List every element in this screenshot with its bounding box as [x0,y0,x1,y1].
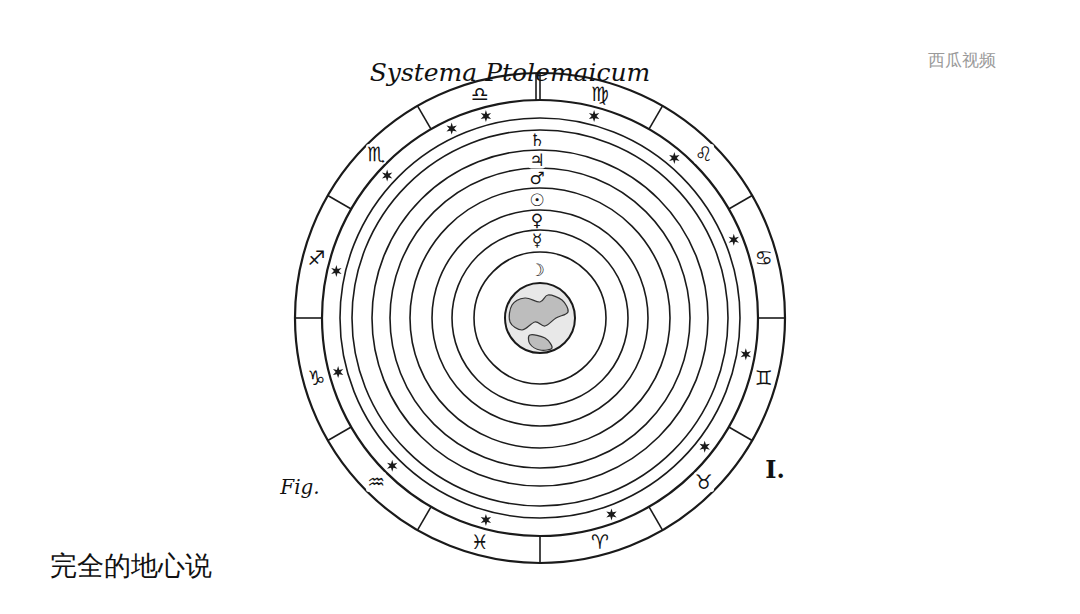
zodiac-sign: ♎ [470,84,490,104]
zodiac-divider [328,196,351,210]
orbit-ring [322,100,758,536]
orbit-ring [352,130,728,506]
planet-symbol: ♄ [528,132,545,149]
zodiac-divider [328,427,351,441]
planet-symbol: ♃ [528,152,545,169]
orbit-ring [372,150,708,486]
planet-symbol: ☿ [531,232,543,249]
fixed-star [741,348,751,360]
fixed-star [446,123,456,135]
figure-label: Fig. [280,477,319,497]
fixed-star [387,460,397,472]
zodiac-sign: ♉ [694,472,714,492]
planet-symbol: ☽ [528,262,545,279]
zodiac-sign: ♑ [306,368,326,388]
zodiac-divider [295,317,322,319]
planet-symbol: ♀ [530,212,544,229]
fixed-star [589,110,599,122]
fixed-star [669,152,679,164]
fixed-star [481,110,491,122]
fixed-star [699,441,709,453]
zodiac-sign: ♊ [754,368,774,388]
orbit-ring [410,188,670,448]
orbit-ring [432,210,648,426]
orbit-ring [452,230,628,406]
fixed-star [333,366,343,378]
zodiac-divider [418,507,432,530]
zodiac-divider [649,507,663,530]
watermark: 西瓜视频 [928,52,996,69]
planet-symbol: ☉ [528,192,545,209]
fixed-star [382,169,392,181]
earth-continent [528,335,552,351]
fixed-star [606,508,616,520]
earth-globe [505,283,575,353]
orbit-ring [390,168,690,468]
zodiac-sign: ♐ [306,248,326,268]
diagram-title: Systema Ptolemaicum [370,60,651,85]
zodiac-sign: ♋ [754,248,774,268]
fixed-star [481,514,491,526]
planet-symbol: ♂ [528,170,545,187]
orbit-ring [340,118,740,518]
zodiac-sign: ♏ [366,144,386,164]
figure-number: I. [765,458,785,482]
zodiac-sign: ♈ [590,532,610,552]
zodiac-sign: ♓ [470,532,490,552]
zodiac-divider [729,427,752,441]
zodiac-divider [758,317,785,319]
subtitle-caption: 完全的地心说 [50,552,212,579]
zodiac-divider [649,106,663,129]
fixed-star [331,265,341,277]
zodiac-sign: ♒ [366,472,386,492]
zodiac-divider [729,196,752,210]
earth-continent [509,295,568,330]
zodiac-divider [539,536,541,563]
zodiac-sign: ♍ [590,84,610,104]
orbit-ring [295,73,785,563]
fixed-star [729,234,739,246]
zodiac-sign: ♌ [694,144,714,164]
orbit-ring [474,252,606,384]
zodiac-divider [418,106,432,129]
